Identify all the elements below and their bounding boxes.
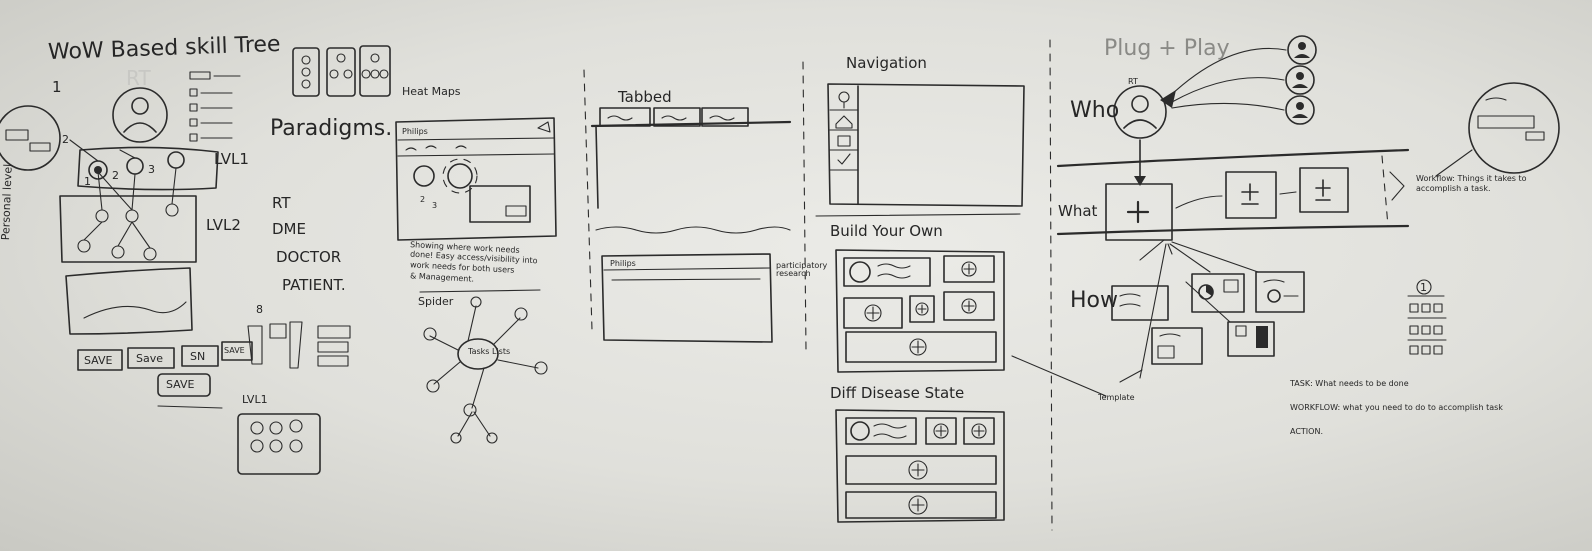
- plug-and-play-sketch: [1056, 35, 1560, 383]
- heatmap-circle-number: 3: [432, 201, 438, 210]
- definition-action: ACTION.: [1290, 427, 1323, 436]
- heatmaps-title: Heat Maps: [402, 85, 461, 98]
- spider-hub-label: Tasks Lists: [468, 347, 511, 356]
- definition-workflow: WORKFLOW: what you need to do to accompl…: [1290, 403, 1503, 412]
- heatmap-circle-number: 2: [420, 195, 426, 204]
- tabbed-brand: Philips: [610, 259, 636, 268]
- workflow-note: Workflow: Things it takes to accomplish …: [1416, 174, 1527, 194]
- definition-task: TASK: What needs to be done: [1290, 379, 1409, 388]
- skill-tree-node-label: 2: [112, 169, 119, 182]
- plug-step-number: 1: [1420, 281, 1427, 294]
- lvl1-label: LVL1: [214, 150, 249, 168]
- save-button-label: SAVE: [166, 378, 195, 391]
- participatory-research-note: participatory research: [776, 261, 828, 278]
- disease-state-sketch: [835, 355, 1107, 523]
- save-button-label: Save: [136, 352, 164, 365]
- number-eight: 8: [256, 303, 263, 316]
- how-label: How: [1070, 288, 1118, 313]
- paradigms-title: Paradigms.: [270, 116, 393, 141]
- skill-tree-node-label: 2: [62, 133, 69, 146]
- section-dividers: [583, 39, 1053, 531]
- lower-level-label: LVL1: [242, 393, 268, 406]
- build-your-own-sketch: [835, 249, 1005, 373]
- who-rt-label: RT: [1128, 77, 1138, 86]
- save-button-label: SAVE: [224, 346, 245, 355]
- skill-tree-node-label: 1: [84, 175, 91, 188]
- navigation-sketch: [815, 83, 1025, 217]
- tabbed-title: Tabbed: [618, 88, 672, 106]
- heatmap-brand: Philips: [402, 127, 428, 136]
- skill-tree-step-number: 1: [52, 78, 62, 96]
- save-button-label: SAVE: [84, 354, 113, 367]
- build-your-own-title: Build Your Own: [830, 222, 943, 240]
- heatmap-sketch: [395, 117, 557, 444]
- template-label: Template: [1098, 393, 1135, 402]
- skill-tree-rt: RT: [126, 66, 151, 90]
- skill-tree-node-label: 3: [148, 163, 155, 176]
- save-button-label: SN: [190, 350, 206, 363]
- disease-state-title: Diff Disease State: [830, 384, 965, 402]
- tabbed-sketch: [590, 107, 792, 343]
- spider-title: Spider: [418, 295, 454, 308]
- paradigm-role: RT: [272, 194, 291, 212]
- who-label: Who: [1070, 98, 1120, 123]
- paradigm-role: DME: [272, 220, 306, 238]
- paradigm-role: DOCTOR: [276, 248, 342, 266]
- personal-level-note: Personal level: [0, 163, 15, 241]
- plug-play-title: Plug + Play: [1104, 36, 1230, 61]
- what-label: What: [1058, 202, 1098, 220]
- lvl2-label: LVL2: [206, 216, 241, 234]
- skill-tree-sketch: [0, 45, 391, 475]
- navigation-title: Navigation: [846, 54, 927, 72]
- paradigm-role: PATIENT.: [282, 276, 346, 294]
